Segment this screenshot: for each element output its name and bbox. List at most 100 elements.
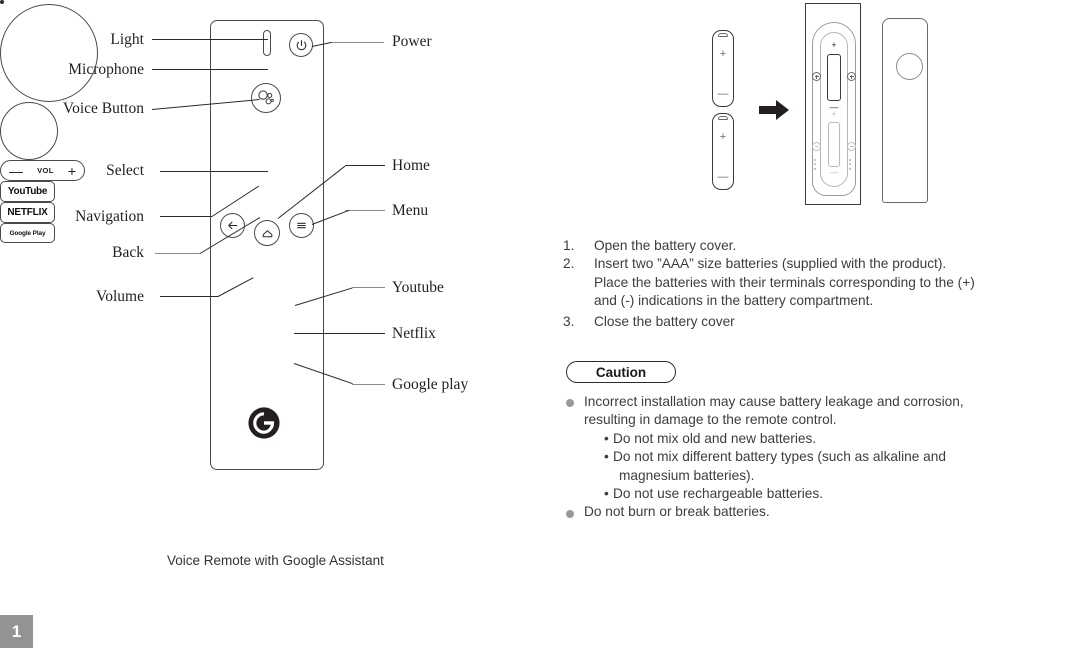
battery-top-minus: — — [717, 88, 729, 100]
leader-select — [160, 171, 268, 172]
power-button[interactable] — [289, 33, 313, 57]
battery-aaa-bottom: + — — [712, 113, 734, 190]
compartment-inner-outline — [812, 22, 856, 196]
callout-youtube: Youtube — [392, 279, 444, 296]
leader-power-h — [330, 42, 384, 43]
g-logo-icon — [248, 407, 280, 439]
sub-text: Do not use rechargeable batteries. — [613, 486, 824, 502]
slot-bottom-minus: — — [829, 167, 839, 177]
callout-microphone: Microphone — [68, 61, 144, 78]
instruction-text: Close the battery cover — [594, 313, 735, 329]
caution-sub-item: • Do not mix old and new batteries. — [604, 430, 1088, 448]
caution-line: resulting in damage to the remote contro… — [584, 412, 837, 428]
youtube-button[interactable]: YouTube — [0, 181, 55, 202]
leader-google-play-h — [352, 384, 385, 385]
leader-home-h — [345, 165, 385, 166]
caution-item: Do not burn or break batteries. — [566, 503, 1088, 522]
terminal-top-left-icon — [812, 72, 821, 81]
instruction-item: 2. Insert two ”AAA” size batteries (supp… — [563, 255, 1088, 310]
slot-bottom-plus: + — [831, 109, 837, 119]
home-icon — [262, 229, 272, 237]
microphone-icon — [0, 0, 4, 4]
volume-button[interactable]: — VOL + — [0, 160, 85, 181]
google-assistant-icon — [258, 90, 274, 105]
sub-text: Do not mix old and new batteries. — [613, 430, 817, 446]
sub-bullet-icon: • — [604, 449, 609, 465]
callout-menu: Menu — [392, 202, 429, 219]
netflix-label: NETFLIX — [7, 207, 48, 218]
caution-line: Incorrect installation may cause battery… — [584, 394, 964, 409]
leader-menu-h — [345, 210, 385, 211]
battery-cap-icon — [718, 33, 728, 37]
remote-caption: Voice Remote with Google Assistant — [167, 553, 384, 568]
compartment-dots-left — [814, 156, 818, 172]
compartment-dots-right — [849, 156, 853, 172]
battery-cover — [882, 18, 928, 203]
callout-google-play: Google play — [392, 376, 469, 393]
leader-volume-h — [160, 296, 218, 297]
sub-bullet-icon: • — [604, 430, 609, 446]
volume-down-icon[interactable]: — — [9, 162, 23, 179]
caution-item: Incorrect installation may cause battery… — [566, 393, 1088, 503]
volume-up-icon[interactable]: + — [67, 162, 76, 179]
volume-label: VOL — [37, 166, 54, 175]
page-number-badge: 1 — [0, 615, 33, 648]
slot-top-plus: + — [831, 40, 837, 50]
caution-sub-item: • Do not mix different battery types (su… — [604, 448, 1088, 485]
sub-line: magnesium batteries). — [619, 467, 755, 483]
page-number: 1 — [11, 621, 22, 641]
battery-slot-bottom — [828, 122, 840, 167]
callout-navigation: Navigation — [75, 208, 144, 225]
caution-badge: Caution — [566, 361, 676, 383]
slot-top-minus: — — [829, 102, 839, 112]
terminal-bottom-left-icon — [812, 142, 821, 151]
battery-cover-hole-icon — [896, 53, 923, 80]
google-play-button[interactable]: Google Play — [0, 223, 55, 243]
compartment-rail — [820, 32, 848, 187]
callout-power: Power — [392, 33, 432, 50]
callout-select: Select — [106, 162, 144, 179]
leader-navigation-h — [160, 216, 212, 217]
leader-light — [152, 39, 268, 40]
callout-netflix: Netflix — [392, 325, 436, 342]
battery-slot-top — [827, 54, 841, 101]
caution-list: Incorrect installation may cause battery… — [566, 393, 1088, 523]
callout-light: Light — [110, 31, 144, 48]
instruction-list: 1. Open the battery cover. 2. Insert two… — [563, 237, 1088, 331]
instruction-line: and (-) indications in the battery compa… — [594, 293, 874, 309]
terminal-bottom-right-icon — [847, 142, 856, 151]
instruction-text: Open the battery cover. — [594, 238, 737, 253]
instruction-number: 1. — [563, 238, 575, 253]
brand-logo — [247, 406, 281, 440]
netflix-button[interactable]: NETFLIX — [0, 202, 55, 223]
home-button[interactable] — [254, 220, 280, 246]
remote-diagram: — VOL + YouTube NETFLIX Google Play Ligh… — [0, 0, 545, 600]
battery-cap-icon — [718, 116, 728, 120]
youtube-label: YouTube — [7, 186, 48, 197]
sub-bullet-icon: • — [604, 486, 609, 502]
instruction-item: 1. Open the battery cover. — [563, 237, 1088, 255]
menu-hamburger-icon — [297, 222, 306, 229]
instruction-line: Insert two ”AAA” size batteries (supplie… — [594, 256, 947, 272]
back-arrow-icon — [228, 221, 238, 230]
battery-bottom-plus: + — [719, 131, 727, 143]
caution-bullet-icon — [566, 393, 584, 503]
instruction-number: 3. — [563, 313, 575, 329]
battery-bottom-minus: — — [717, 171, 729, 183]
battery-compartment: + — + — — [805, 3, 861, 205]
caution-bullet-icon — [566, 503, 584, 522]
sub-line: Do not mix different battery types (such… — [613, 449, 946, 465]
caution-label: Caution — [595, 364, 647, 380]
caution-sub-item: • Do not use rechargeable batteries. — [604, 485, 1088, 503]
voice-button[interactable] — [251, 83, 281, 113]
leader-back-h — [155, 253, 200, 254]
select-button[interactable] — [0, 102, 58, 160]
sub-text: Do not mix different battery types (such… — [613, 448, 1088, 485]
leader-netflix — [294, 333, 385, 334]
instruction-item: 3. Close the battery cover — [563, 313, 1088, 331]
menu-button[interactable] — [289, 213, 314, 238]
navigation-ring[interactable] — [0, 4, 98, 102]
insert-arrow-icon — [759, 99, 789, 121]
battery-aaa-top: + — — [712, 30, 734, 107]
